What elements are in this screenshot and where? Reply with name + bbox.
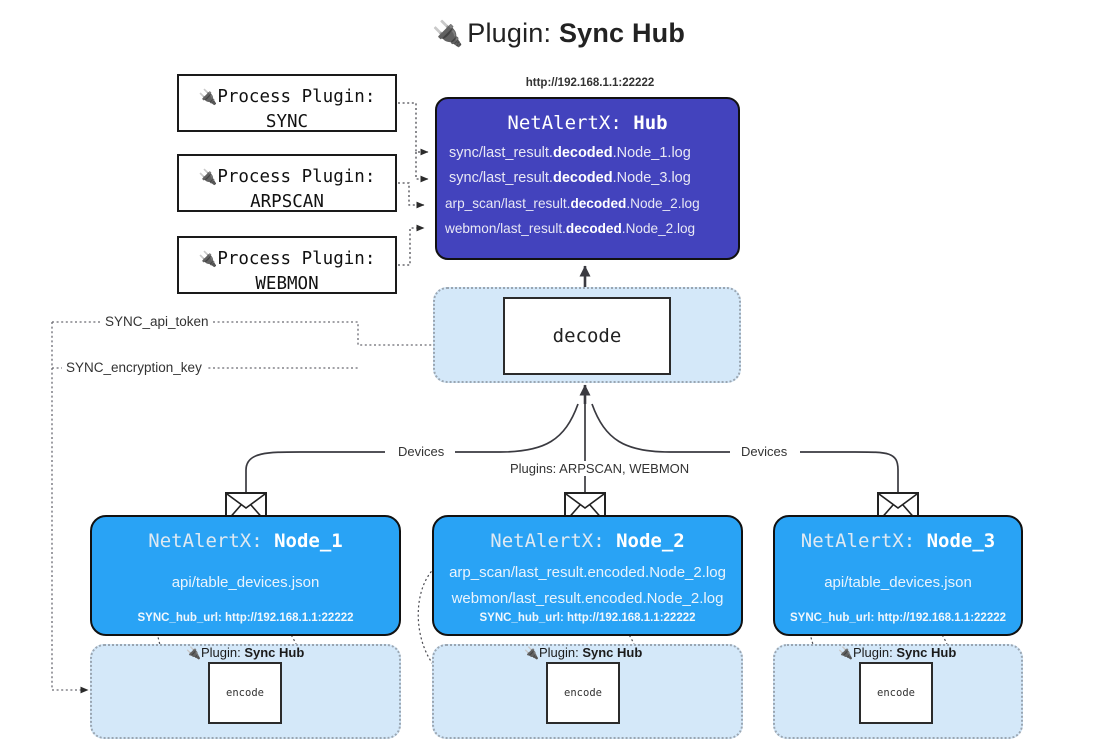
page-title-name: Sync Hub (558, 18, 686, 48)
edge-label-devices-left: Devices (393, 444, 450, 459)
node-1-encode-box[interactable]: encode (208, 662, 282, 724)
edge-label-plugins-center: Plugins: ARPSCAN, WEBMON (505, 461, 695, 476)
node-2-body-line: webmon/last_result.encoded.Node_2.log (451, 590, 724, 607)
node-1-body: api/table_devices.json (92, 570, 399, 596)
hub-title-prefix: NetAlertX: (507, 112, 622, 134)
plug-icon: 🔌 (431, 20, 464, 48)
hub-log-lines: sync/last_result.decoded.Node_1.log sync… (437, 141, 738, 241)
node-to-decode-edges (245, 403, 899, 492)
plug-icon: 🔌 (524, 646, 539, 660)
hub-title-name: Hub (633, 112, 668, 134)
page-title: 🔌Plugin: Sync Hub (0, 18, 1117, 49)
node-2-body: arp_scan/last_result.encoded.Node_2.log … (434, 560, 741, 612)
sync-api-token-label: SYNC_api_token (101, 314, 213, 329)
node-2-body-line: arp_scan/last_result.encoded.Node_2.log (449, 564, 726, 581)
node-1-footer: SYNC_hub_url: http://192.168.1.1:22222 (137, 612, 354, 624)
page-title-prefix: Plugin: (467, 18, 552, 48)
sync-encryption-key-label: SYNC_encryption_key (62, 360, 206, 375)
edge-label-devices-right: Devices (736, 444, 793, 459)
node-2[interactable]: NetAlertX: Node_2 arp_scan/last_result.e… (432, 515, 743, 636)
node-3-body-line: api/table_devices.json (824, 574, 972, 591)
hub-log-line: sync/last_result.decoded.Node_3.log (449, 170, 691, 186)
node-3-encode-box[interactable]: encode (859, 662, 933, 724)
node-2-title: NetAlertX: Node_2 (490, 530, 685, 552)
process-plugin-sync-line1: Process Plugin: (217, 87, 376, 107)
node-1-body-line: api/table_devices.json (171, 574, 320, 591)
hub-log-line: sync/last_result.decoded.Node_1.log (449, 145, 691, 161)
hub-log-line: arp_scan/last_result.decoded.Node_2.log (445, 196, 700, 211)
node-1-plugin-label: 🔌Plugin: Sync Hub (186, 645, 305, 660)
node-2-encode-box[interactable]: encode (546, 662, 620, 724)
plug-icon: 🔌 (198, 250, 218, 268)
hub-url-label: http://192.168.1.1:22222 (525, 77, 655, 89)
node-2-footer: SYNC_hub_url: http://192.168.1.1:22222 (479, 612, 696, 624)
node-3-title: NetAlertX: Node_3 (800, 530, 996, 552)
decode-box[interactable]: decode (503, 297, 671, 375)
process-plugin-sync-line2: SYNC (265, 112, 309, 133)
process-plugin-arpscan-line1: Process Plugin: (217, 167, 376, 187)
plugin-to-hub-connectors (398, 102, 429, 266)
process-plugin-webmon-line1: Process Plugin: (217, 249, 376, 269)
process-plugin-webmon[interactable]: 🔌Process Plugin: WEBMON (177, 236, 397, 294)
process-plugin-arpscan-line2: ARPSCAN (250, 192, 324, 213)
hub-title: NetAlertX: Hub (437, 112, 738, 134)
plug-icon: 🔌 (186, 646, 201, 660)
node-1-title: NetAlertX: Node_1 (148, 530, 343, 552)
plug-icon: 🔌 (198, 88, 218, 106)
node-3-body: api/table_devices.json (775, 570, 1021, 596)
process-plugin-sync[interactable]: 🔌Process Plugin: SYNC (177, 74, 397, 132)
process-plugin-arpscan[interactable]: 🔌Process Plugin: ARPSCAN (177, 154, 397, 212)
plug-icon: 🔌 (838, 646, 853, 660)
hub-log-line: webmon/last_result.decoded.Node_2.log (445, 221, 696, 236)
node-2-plugin-label: 🔌Plugin: Sync Hub (524, 645, 643, 660)
process-plugin-webmon-line2: WEBMON (255, 274, 319, 295)
node-3-plugin-label: 🔌Plugin: Sync Hub (838, 645, 957, 660)
node-3[interactable]: NetAlertX: Node_3 api/table_devices.json… (773, 515, 1023, 636)
hub-node[interactable]: NetAlertX: Hub sync/last_result.decoded.… (435, 97, 740, 260)
node-1[interactable]: NetAlertX: Node_1 api/table_devices.json… (90, 515, 401, 636)
plug-icon: 🔌 (198, 168, 218, 186)
node-3-footer: SYNC_hub_url: http://192.168.1.1:22222 (789, 612, 1007, 624)
